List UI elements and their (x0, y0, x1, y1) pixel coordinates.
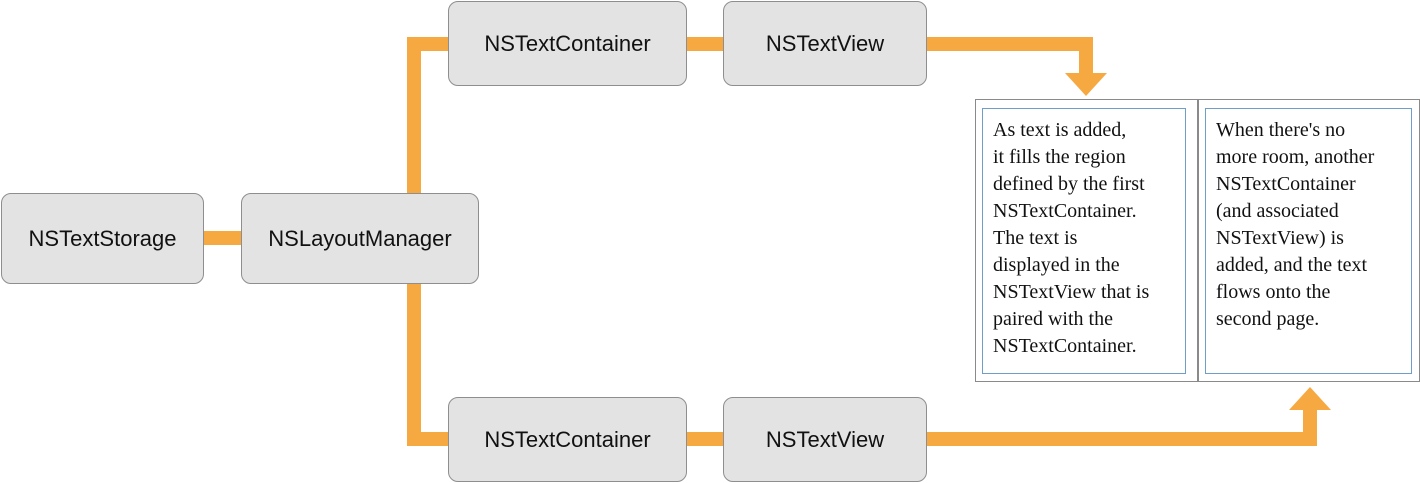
second-page-text-region: When there's no more room, another NSTex… (1205, 108, 1412, 374)
connector-top-view-to-first-page (926, 37, 1093, 74)
ns-text-container-bottom-label: NSTextContainer (484, 426, 651, 452)
connector-bottom-view-to-second-page (926, 409, 1317, 446)
ns-layout-manager-label: NSLayoutManager (268, 225, 452, 251)
ns-text-container-top-label: NSTextContainer (484, 30, 651, 56)
ns-text-view-top-box: NSTextView (723, 1, 927, 86)
connector-layout-to-top-container (407, 37, 449, 193)
first-page-text-region: As text is added, it fills the region de… (982, 108, 1186, 374)
two-page-spread: As text is added, it fills the region de… (975, 99, 1420, 382)
arrowhead-down-icon (1065, 73, 1107, 96)
ns-text-container-bottom-box: NSTextContainer (448, 397, 687, 482)
ns-text-storage-box: NSTextStorage (1, 193, 204, 284)
ns-text-view-bottom-label: NSTextView (765, 426, 885, 452)
page-divider (1197, 100, 1199, 381)
ns-text-storage-label: NSTextStorage (28, 225, 177, 251)
ns-text-view-top-label: NSTextView (765, 30, 885, 56)
ns-text-view-bottom-box: NSTextView (723, 397, 927, 482)
ns-layout-manager-box: NSLayoutManager (241, 193, 479, 284)
arrowhead-up-icon (1289, 387, 1331, 410)
connector-layout-to-bottom-container (407, 284, 449, 446)
ns-text-container-top-box: NSTextContainer (448, 1, 687, 86)
